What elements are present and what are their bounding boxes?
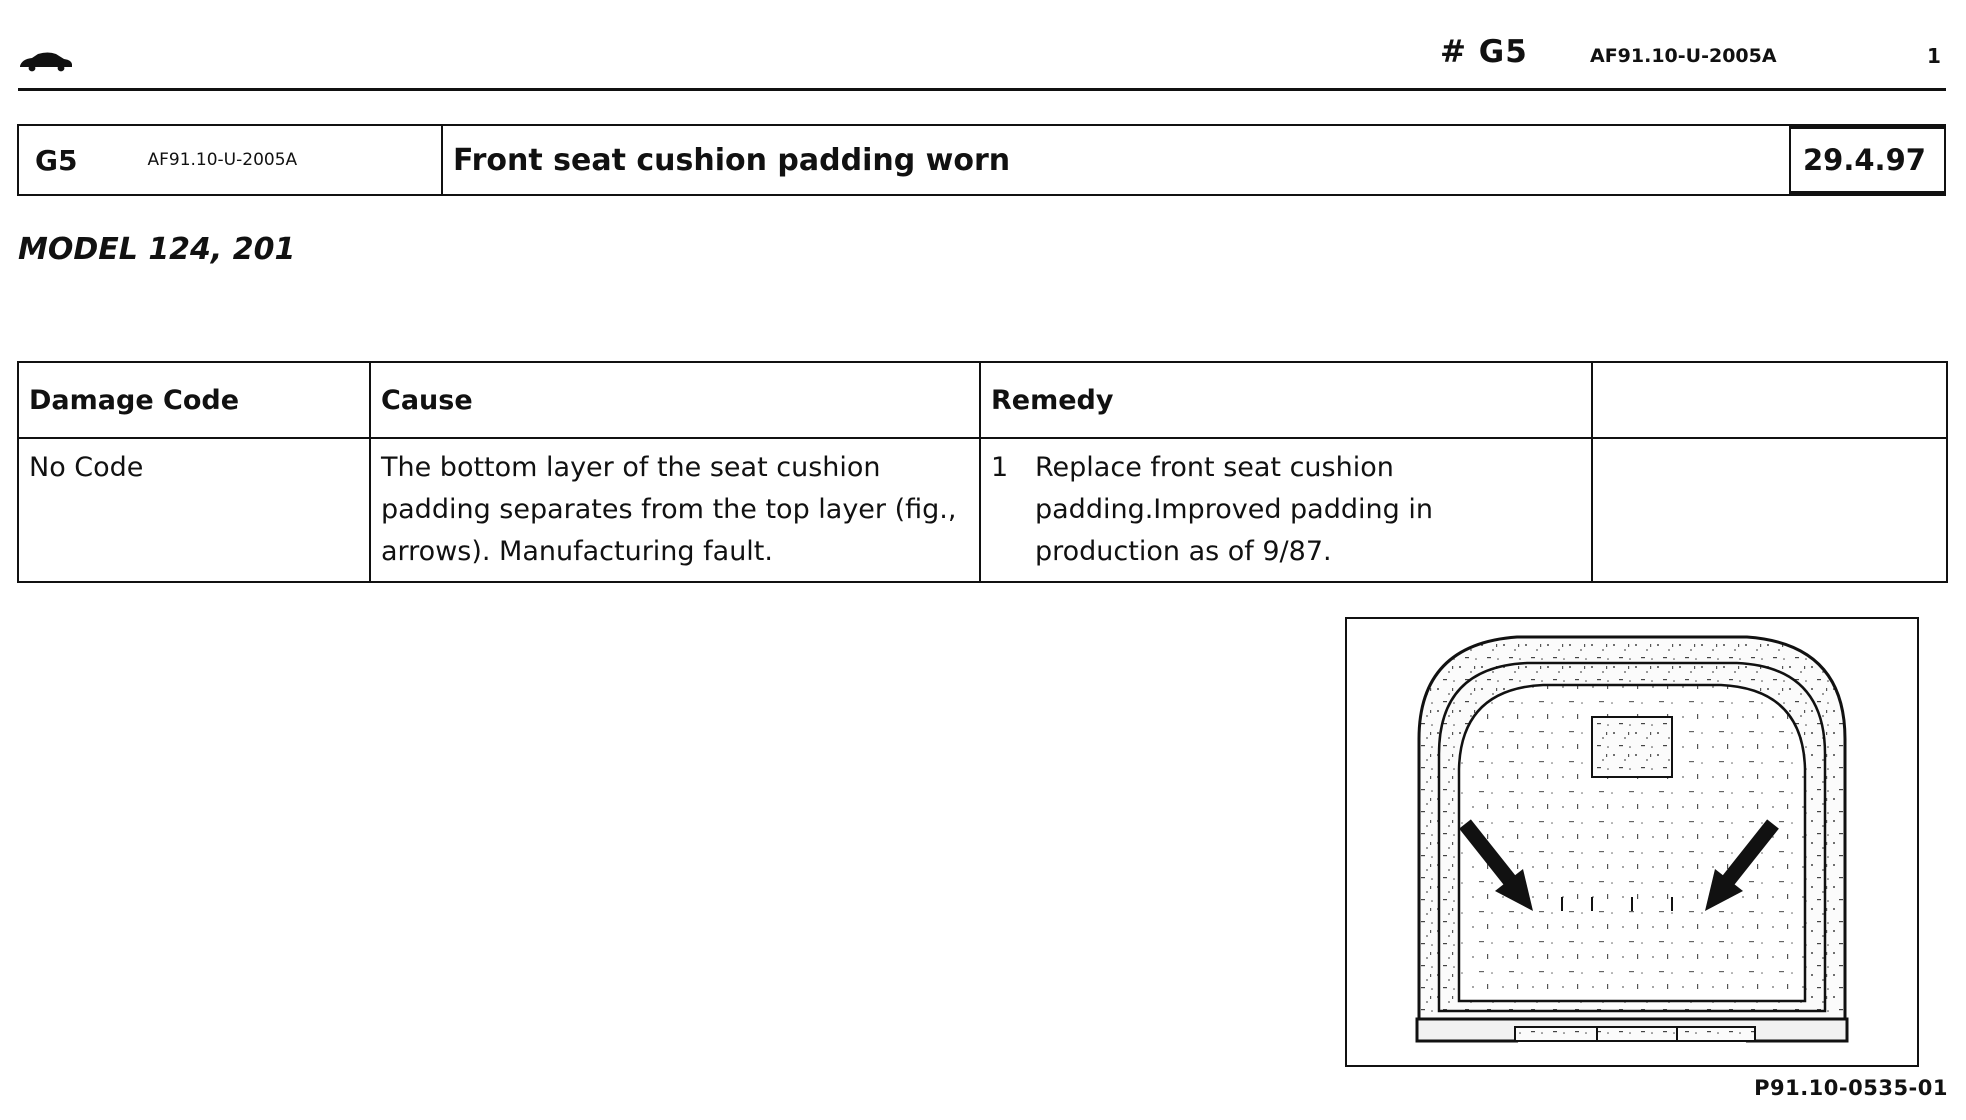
page-number: 1 — [1927, 44, 1941, 68]
cause-cell: The bottom layer of the seat cushion pad… — [369, 437, 981, 583]
header-rule — [18, 88, 1946, 91]
title-block: G5 AF91.10-U-2005A Front seat cushion pa… — [17, 124, 1946, 196]
issue-date: 29.4.97 — [1789, 126, 1944, 194]
remedy-number: 1 — [991, 452, 1009, 483]
header-damage-code: # G5 — [1440, 34, 1528, 70]
model-heading: MODEL 124, 201 — [18, 232, 296, 267]
car-icon — [20, 52, 72, 72]
column-header-remedy: Remedy — [979, 361, 1593, 439]
left-arrow-icon — [1459, 819, 1533, 911]
remedy-text: Replace front seat cushion padding.Impro… — [1035, 452, 1433, 567]
figure-reference: P91.10-0535-01 — [1754, 1076, 1948, 1100]
column-header-empty — [1591, 361, 1948, 439]
title-code-cell: G5 AF91.10-U-2005A — [19, 126, 441, 194]
column-header-damage-code: Damage Code — [17, 361, 371, 439]
table-row: No Code The bottom layer of the seat cus… — [17, 437, 1948, 583]
damage-code-cell: No Code — [17, 437, 371, 583]
seat-cushion-illustration — [1415, 635, 1849, 1043]
header-reference: AF91.10-U-2005A — [1590, 45, 1777, 67]
column-header-cause: Cause — [369, 361, 981, 439]
figure-frame — [1345, 617, 1919, 1067]
remedy-cell: 1 Replace front seat cushion padding.Imp… — [979, 437, 1593, 583]
table-header-row: Damage Code Cause Remedy — [17, 361, 1948, 439]
extra-cell — [1591, 437, 1948, 583]
page-title: Front seat cushion padding worn — [441, 126, 1789, 194]
title-code: G5 — [35, 143, 78, 177]
right-arrow-icon — [1705, 819, 1779, 911]
damage-table: Damage Code Cause Remedy No Code The bot… — [17, 361, 1948, 583]
title-reference: AF91.10-U-2005A — [147, 150, 298, 170]
